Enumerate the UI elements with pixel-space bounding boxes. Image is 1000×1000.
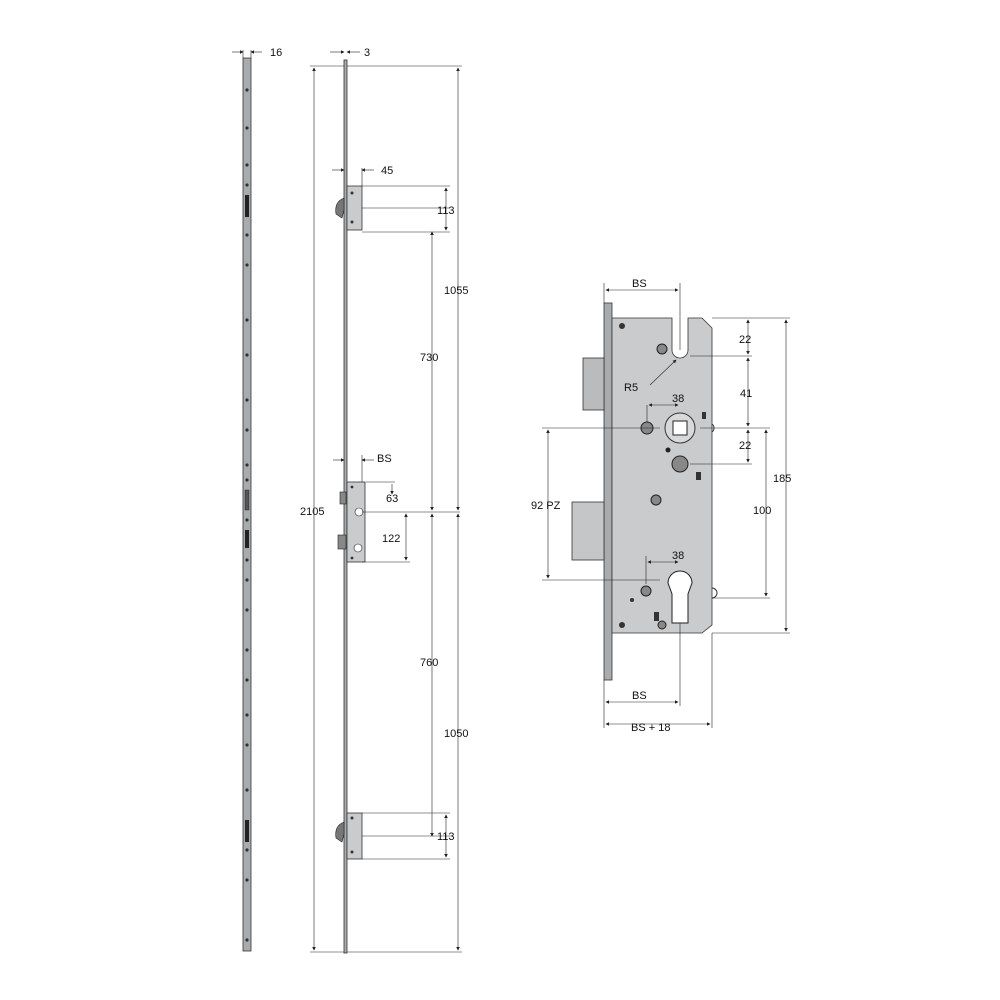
dim-22-mid: 22 [739,440,751,452]
dim-bottom-total: 1050 [444,728,468,740]
lock-case-detail: BS 22 41 22 100 185 R5 38 92 PZ 38 [531,278,791,734]
bottom-hook-box [335,812,363,860]
dim-38-bottom: 38 [672,550,684,562]
gearbox-side [337,481,366,563]
dim-hook-projection: 45 [381,165,393,177]
front-bolt-slot [245,530,249,548]
dim-100: 100 [753,505,771,517]
dim-top-hook-height: 113 [437,205,455,217]
dim-radius: R5 [624,382,638,394]
front-bottom-hook-slot [245,820,249,842]
dim-top-distance: 730 [420,352,438,364]
dim-total-length: 2105 [300,506,324,518]
dim-front-width: 16 [270,47,282,59]
dim-185: 185 [773,473,791,485]
dim-38-top: 38 [672,393,684,405]
detail-dead-bolt [571,501,605,561]
detail-faceplate [603,302,613,681]
spindle-square [672,420,688,436]
top-hook-box [335,185,363,231]
cylinder-profile [667,570,693,624]
dim-bottom-hook-height: 113 [437,831,455,843]
dim-22-top: 22 [739,334,751,346]
detail-latch-bolt [582,357,605,411]
front-latch-slot [244,489,250,511]
dim-bottom-distance: 760 [420,657,438,669]
side-faceplate-edge [343,59,348,954]
front-view-faceplate: 16 [232,47,282,952]
dim-faceplate-thickness: 3 [364,47,370,59]
dim-lock-height: 122 [382,533,400,545]
detail-case-body [611,317,713,634]
dim-92-pz: 92 PZ [531,500,561,512]
dim-bs-top: BS [632,278,647,290]
front-screw-holes [245,88,249,942]
dim-handle-offset: 63 [386,493,398,505]
side-view: 3 45 113 BS 63 [300,47,468,954]
dim-top-total: 1055 [444,285,468,297]
dim-backset-side: BS [377,453,392,465]
dim-bs-plus: BS + 18 [631,722,670,734]
dim-bs-bottom: BS [632,690,647,702]
dim-41: 41 [740,388,752,400]
front-top-hook-slot [245,195,249,217]
